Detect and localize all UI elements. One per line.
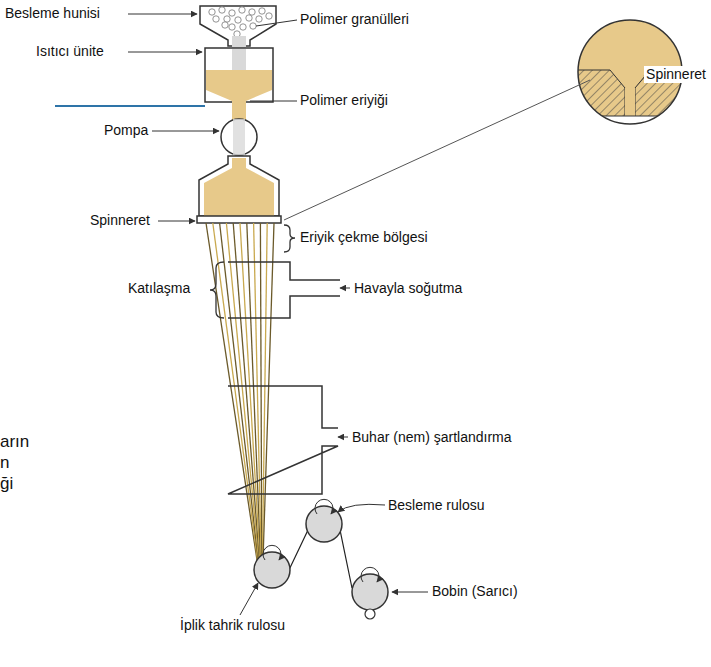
granule — [213, 16, 219, 22]
air-quench — [210, 262, 350, 318]
part-label: Buhar (nem) şartlandırma — [352, 429, 512, 446]
brace — [284, 225, 295, 252]
leader-lines — [128, 14, 428, 615]
heater-unit — [205, 48, 273, 120]
part-label: Spinneret — [90, 212, 150, 229]
filament-bundle — [206, 223, 274, 560]
filament — [233, 223, 259, 560]
granule — [246, 15, 252, 21]
granule — [229, 10, 235, 16]
part-label: Bobin (Sarıcı) — [432, 583, 518, 600]
granule — [224, 16, 230, 22]
filament — [220, 223, 259, 560]
granule — [259, 8, 265, 14]
spinneret-detail — [284, 15, 690, 220]
filament — [260, 223, 261, 560]
granule — [219, 7, 225, 13]
part-label: arın — [0, 431, 29, 452]
part-label: Isıtıcı ünite — [36, 43, 104, 60]
part-label: Besleme rulosu — [388, 497, 485, 514]
pump — [221, 119, 257, 155]
granule — [229, 24, 235, 30]
granule — [266, 13, 272, 19]
filament — [213, 223, 258, 560]
part-label: Polimer granülleri — [300, 11, 409, 28]
filament — [254, 223, 262, 560]
granule — [256, 16, 262, 22]
part-label: Polimer eriyiği — [300, 92, 388, 109]
granule — [249, 9, 255, 15]
filament — [247, 223, 261, 560]
hopper — [200, 6, 276, 50]
part-label: ği — [0, 473, 13, 494]
part-label: Spinneret — [644, 66, 708, 83]
part-label: İplik tahrik rulosu — [180, 617, 290, 634]
spin-pack — [197, 156, 281, 223]
granule — [222, 22, 228, 28]
granule — [239, 7, 245, 13]
granule — [250, 23, 256, 29]
granule — [240, 24, 246, 30]
part-label: n — [0, 452, 9, 473]
slide-rule — [55, 105, 205, 107]
steam-chamber — [228, 386, 348, 494]
granule — [235, 17, 241, 23]
rolls — [254, 499, 388, 619]
part-label: Katılaşma — [128, 280, 190, 297]
part-label: Havayla soğutma — [354, 280, 462, 297]
filament — [263, 223, 274, 560]
granule — [209, 9, 215, 15]
part-label: Eriyik çekme bölgesi — [300, 229, 428, 246]
part-label: Pompa — [104, 122, 148, 139]
part-label: Besleme hunisi — [5, 5, 100, 22]
